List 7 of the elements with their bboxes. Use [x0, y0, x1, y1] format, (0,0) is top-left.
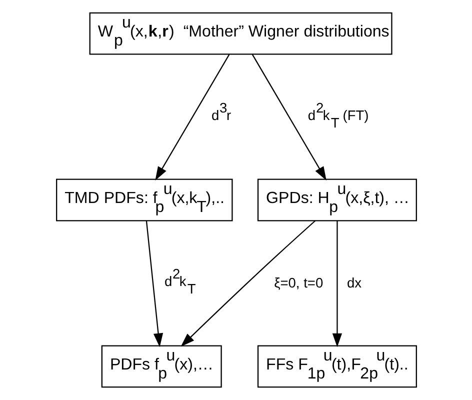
edge-label: dx [346, 275, 362, 290]
arrow [180, 220, 316, 347]
arrow [145, 220, 163, 348]
arrow [332, 220, 342, 348]
arrow [154, 54, 230, 180]
arrow [251, 54, 326, 180]
edge-label: ξ=0, t=0 [274, 275, 323, 290]
